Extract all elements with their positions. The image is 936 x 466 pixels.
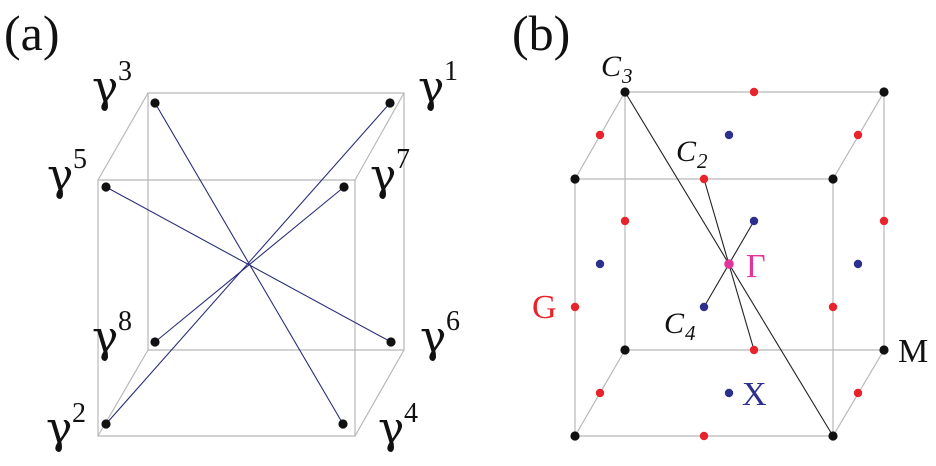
panel-b: (b) [512, 5, 928, 441]
cube-a-edge [97, 92, 149, 181]
svg-text:1: 1 [444, 56, 458, 87]
gamma8-label: γ 8 [92, 306, 132, 363]
svg-text:2: 2 [697, 149, 708, 173]
svg-text:C: C [676, 135, 697, 168]
c3-label: C 3 [601, 50, 633, 88]
g-point [853, 388, 863, 398]
vertex-point [570, 431, 580, 441]
gamma6-label: γ 6 [420, 306, 460, 363]
g-point [749, 345, 759, 355]
gamma-center-point [724, 259, 734, 269]
gamma7-point [339, 182, 349, 192]
svg-text:γ: γ [378, 403, 404, 454]
cube-a-edges [97, 92, 405, 437]
gamma4-label: γ 4 [378, 398, 418, 454]
svg-text:8: 8 [118, 306, 132, 337]
gamma8-point [150, 337, 160, 347]
g-point [853, 130, 863, 140]
g-point [699, 174, 709, 184]
svg-text:γ: γ [92, 312, 118, 363]
vertex-point [828, 431, 838, 441]
g-point [595, 130, 605, 140]
svg-text:γ: γ [47, 150, 73, 201]
g-points [570, 87, 889, 441]
gamma2-point [101, 419, 111, 429]
vertex-point [879, 345, 889, 355]
x-point-label: X [742, 376, 767, 413]
svg-text:γ: γ [46, 403, 72, 454]
svg-text:3: 3 [118, 56, 132, 87]
svg-text:γ: γ [370, 150, 396, 201]
vertex-point [828, 174, 838, 184]
gamma5-point [101, 182, 111, 192]
panel-a-label: (a) [4, 5, 60, 61]
vertex-point [570, 174, 580, 184]
svg-text:3: 3 [621, 64, 633, 88]
x-point [853, 259, 863, 269]
c2-label: C 2 [676, 135, 708, 173]
gamma7-label: γ 7 [370, 144, 410, 201]
svg-text:4: 4 [685, 321, 696, 345]
g-point [699, 431, 709, 441]
cube-b-vertices [570, 87, 889, 441]
panel-a: (a) [4, 5, 460, 454]
g-point [828, 302, 838, 312]
m-point-label: M [898, 333, 928, 370]
x-point [724, 388, 734, 398]
cube-a-front-face [97, 179, 356, 437]
g-point [570, 302, 580, 312]
vertex-point [620, 345, 630, 355]
gamma5-label: γ 5 [47, 144, 87, 201]
cube-a-edge [354, 349, 405, 437]
gamma1-point [385, 98, 395, 108]
gamma4-point [338, 419, 348, 429]
svg-text:γ: γ [418, 62, 444, 113]
svg-text:2: 2 [72, 398, 86, 429]
gamma-points [101, 98, 396, 429]
gamma1-label: γ 1 [418, 56, 458, 113]
x-point [595, 259, 605, 269]
cube-a-edge [354, 92, 405, 181]
svg-text:6: 6 [446, 306, 460, 337]
cube-a-back-face [147, 92, 405, 351]
c4-label: C 4 [664, 307, 696, 345]
gamma-point-label: Γ [746, 248, 766, 285]
g-point-label: G [532, 289, 557, 326]
g-point [749, 87, 759, 97]
diagonal-gamma7-gamma8 [154, 186, 345, 343]
panel-b-label: (b) [512, 5, 570, 61]
g-point [595, 388, 605, 398]
svg-text:C: C [664, 307, 685, 340]
x-points [595, 130, 863, 398]
vertex-point [620, 87, 630, 97]
gamma2-label: γ 2 [46, 398, 86, 454]
vertex-point [879, 87, 889, 97]
gamma3-label: γ 3 [92, 56, 132, 113]
gamma3-point [150, 98, 160, 108]
x-point [724, 130, 734, 140]
g-point [879, 216, 889, 226]
svg-text:5: 5 [73, 144, 87, 175]
diagonal-gamma3-gamma4 [154, 102, 344, 425]
gamma6-point [386, 337, 396, 347]
gamma-labels: γ 1 γ 2 γ 3 γ 4 γ 5 γ 6 [46, 56, 460, 454]
cube-a-diagonals [105, 102, 392, 425]
svg-text:γ: γ [420, 312, 446, 363]
x-point [699, 302, 709, 312]
diagonal-gamma5-gamma6 [105, 186, 392, 343]
diagonal-gamma1-gamma2 [105, 102, 391, 425]
x-point [749, 216, 759, 226]
g-point [620, 216, 630, 226]
svg-text:7: 7 [396, 144, 410, 175]
svg-text:4: 4 [404, 398, 418, 429]
svg-text:γ: γ [92, 62, 118, 113]
svg-text:C: C [601, 50, 622, 83]
